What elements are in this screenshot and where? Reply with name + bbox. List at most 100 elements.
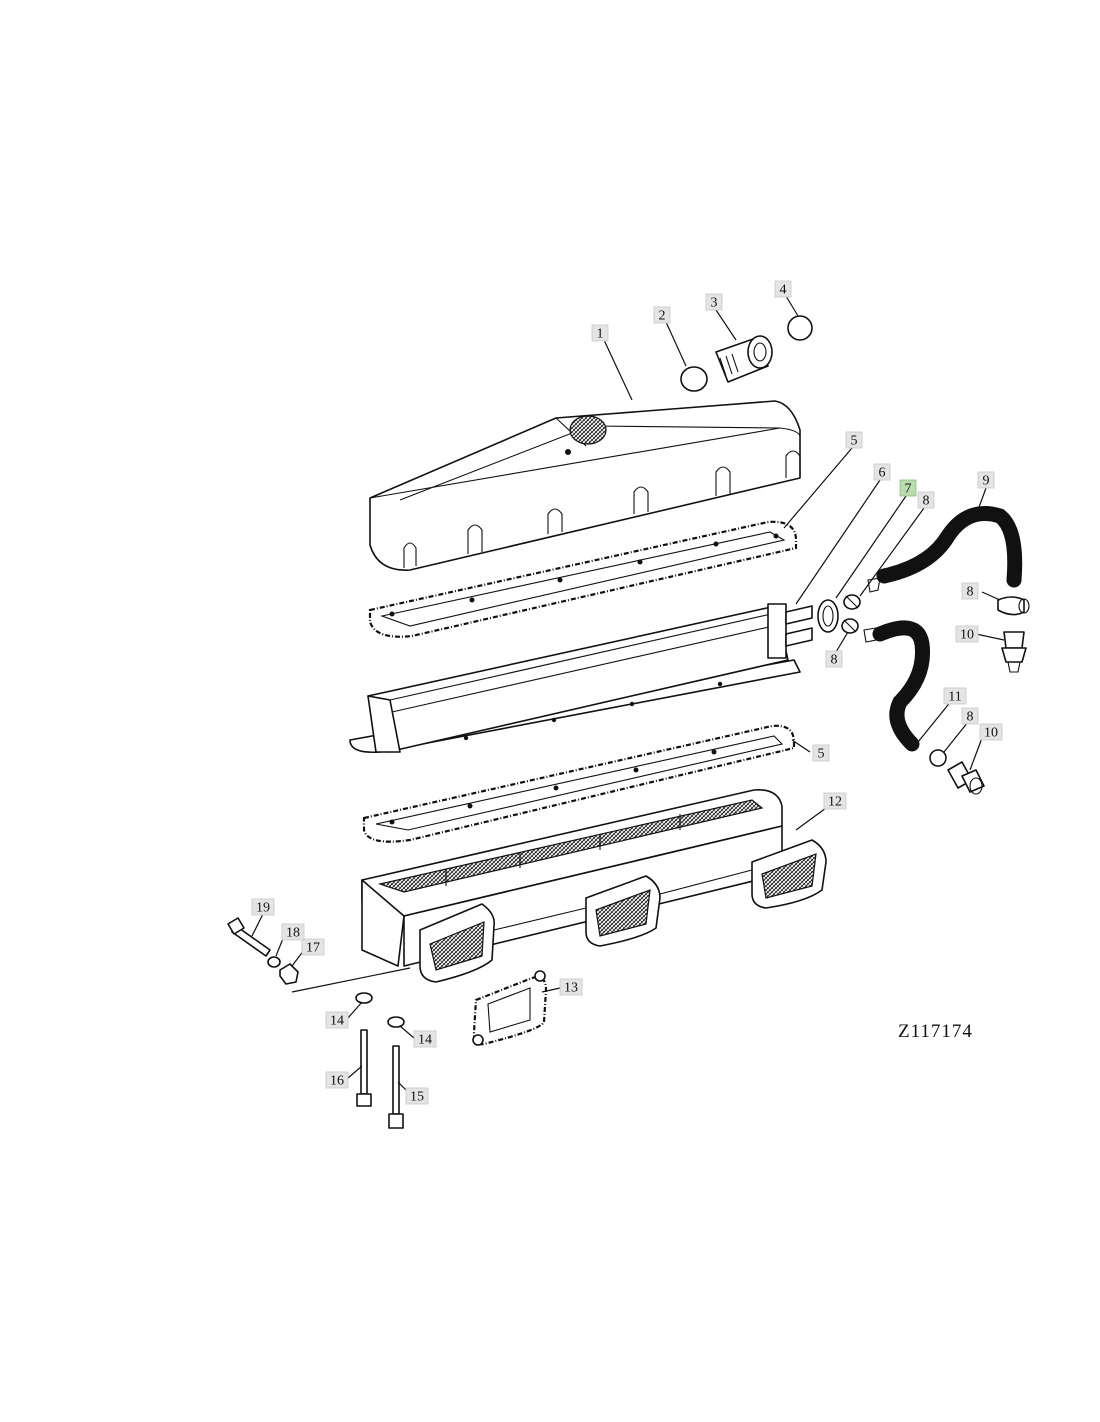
part-gasket-lower <box>362 724 796 843</box>
callout-box <box>812 744 830 762</box>
callout-box <box>961 582 979 600</box>
part-gasket-upper <box>368 520 798 638</box>
part-fitting-lower <box>947 761 985 795</box>
part-nut <box>279 963 299 985</box>
part-port-gasket <box>472 970 548 1046</box>
callout-c12: 12 <box>823 792 847 810</box>
callout-number: 12 <box>828 795 842 810</box>
callout-box <box>774 280 792 298</box>
part-o-ring-small <box>680 366 708 392</box>
callout-box <box>955 625 979 643</box>
callout-number: 15 <box>410 1090 424 1105</box>
callout-number: 19 <box>256 901 270 916</box>
callout-box <box>943 687 967 705</box>
callout-box <box>705 293 723 311</box>
callout-c8c: 8 <box>825 650 843 668</box>
callout-box <box>251 898 275 916</box>
callout-number: 5 <box>818 747 825 762</box>
callout-box <box>899 479 917 497</box>
part-fitting-upper <box>1001 631 1027 673</box>
callout-c5a: 5 <box>845 431 863 449</box>
callout-box <box>653 306 671 324</box>
callout-box <box>873 463 891 481</box>
callout-box <box>325 1071 349 1089</box>
part-intake-manifold <box>361 789 827 983</box>
callout-number: 6 <box>879 466 886 481</box>
part-hose-clamp-lower <box>841 618 859 634</box>
callout-c1: 1 <box>591 324 609 342</box>
part-cooler-core <box>349 603 813 754</box>
callout-c18: 18 <box>281 923 305 941</box>
callout-number: 10 <box>960 628 974 643</box>
callout-box <box>591 324 609 342</box>
callout-c15: 15 <box>405 1087 429 1105</box>
callout-number: 1 <box>597 327 604 342</box>
callout-box <box>823 792 847 810</box>
callout-number: 13 <box>564 981 578 996</box>
callout-box <box>961 707 979 725</box>
callout-number: 16 <box>330 1074 344 1089</box>
callout-box <box>845 431 863 449</box>
callout-c13: 13 <box>559 978 583 996</box>
part-washer-left <box>355 992 373 1004</box>
part-o-ring-top <box>787 315 813 341</box>
callout-box <box>325 1011 349 1029</box>
callout-box <box>559 978 583 996</box>
callout-box <box>917 491 935 509</box>
callout-c2: 2 <box>653 306 671 324</box>
part-lock-washer <box>267 956 281 968</box>
callout-c16: 16 <box>325 1071 349 1089</box>
callout-number: 8 <box>923 494 930 509</box>
callout-c10a: 10 <box>955 625 979 643</box>
callout-box <box>281 923 305 941</box>
callout-c8d: 8 <box>961 707 979 725</box>
part-long-bolt-left <box>356 1029 372 1107</box>
part-clamp-lower-hose <box>929 749 947 767</box>
callout-number: 11 <box>948 690 961 705</box>
callout-box <box>825 650 843 668</box>
callout-number: 3 <box>711 296 718 311</box>
callout-number: 7 <box>905 482 912 497</box>
callout-c5b: 5 <box>812 744 830 762</box>
callout-c4: 4 <box>774 280 792 298</box>
leader-lines <box>251 295 1005 1095</box>
callout-c6: 6 <box>873 463 891 481</box>
callout-c17: 17 <box>301 938 325 956</box>
part-seal-ring <box>817 599 839 633</box>
callout-box <box>301 938 325 956</box>
callout-c10b: 10 <box>979 723 1003 741</box>
callout-c3: 3 <box>705 293 723 311</box>
part-cover-housing <box>369 400 801 571</box>
callout-number: 18 <box>286 926 300 941</box>
callout-c14b: 14 <box>413 1030 437 1048</box>
part-hose-lower <box>863 620 931 752</box>
callout-c14a: 14 <box>325 1011 349 1029</box>
part-washer-right <box>387 1016 405 1028</box>
callout-box <box>979 723 1003 741</box>
callout-number: 10 <box>984 726 998 741</box>
callout-c11: 11 <box>943 687 967 705</box>
part-hose-upper <box>867 506 1023 593</box>
callout-c9: 9 <box>977 471 995 489</box>
figure-reference-code: Z117174 <box>898 1021 973 1042</box>
callout-number: 2 <box>659 309 666 324</box>
part-hose-clamp-upper <box>843 594 861 610</box>
callout-c19: 19 <box>251 898 275 916</box>
callout-box <box>977 471 995 489</box>
callout-c8b: 8 <box>961 582 979 600</box>
callout-number: 8 <box>967 585 974 600</box>
callout-number: 17 <box>306 941 320 956</box>
callout-number: 14 <box>330 1014 344 1029</box>
callout-number: 4 <box>780 283 787 298</box>
part-filler-neck <box>715 335 773 383</box>
part-bolt-short <box>227 917 271 957</box>
part-long-bolt-right <box>388 1045 404 1129</box>
callout-c7: 7 <box>899 479 917 497</box>
callout-number: 9 <box>983 474 990 489</box>
callout-number: 5 <box>851 434 858 449</box>
callout-c8a: 8 <box>917 491 935 509</box>
part-hose-clamp-right <box>997 596 1030 616</box>
callout-box <box>405 1087 429 1105</box>
